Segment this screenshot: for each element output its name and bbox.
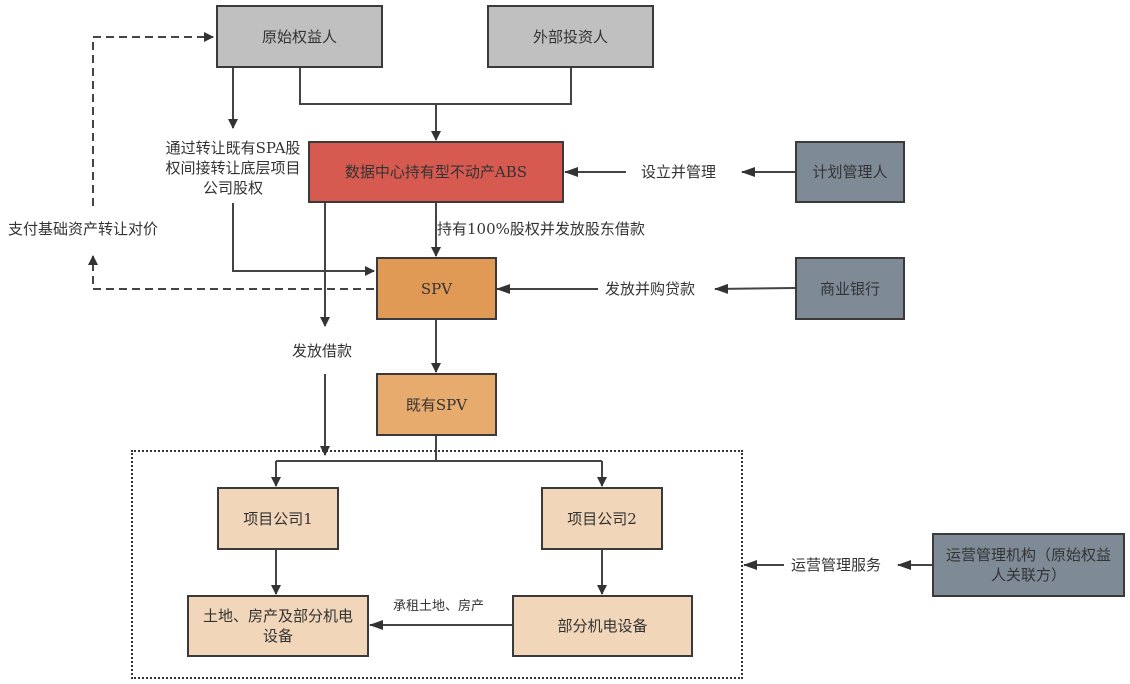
edge-dashed-label-to-originator	[92, 32, 214, 206]
node-originator[interactable]: 原始权益人	[216, 5, 383, 68]
node-external-investor[interactable]: 外部投资人	[487, 5, 654, 68]
label-acquisition-loan: 发放并购贷款	[605, 280, 696, 298]
node-operation-manager-label: 运营管理机构（原始权益人关联方）	[946, 546, 1112, 584]
label-issue-loan: 发放借款	[292, 342, 353, 360]
edge-originator-to-abs	[299, 67, 572, 105]
node-external-investor-label: 外部投资人	[532, 27, 608, 46]
label-operation-service: 运营管理服务	[791, 556, 882, 574]
node-land-property[interactable]: 土地、房产及部分机电设备	[187, 595, 369, 657]
node-abs-label: 数据中心持有型不动产ABS	[344, 163, 528, 181]
edge-existing-spv-branch	[276, 435, 602, 462]
node-originator-label: 原始权益人	[261, 27, 337, 46]
label-transfer-equity: 通过转让既有SPA股权间接转让底层项目公司股权	[165, 139, 301, 197]
node-spv-label: SPV	[420, 279, 453, 298]
label-lease: 承租土地、房产	[393, 599, 485, 614]
edge-transfer-label-to-spv	[232, 203, 375, 276]
project-scope-container	[131, 450, 743, 679]
node-existing-spv[interactable]: 既有SPV	[376, 373, 497, 436]
label-pay-consideration: 支付基础资产转让对价	[8, 220, 159, 238]
edge-bank-to-label	[714, 283, 796, 294]
node-project-company-2[interactable]: 项目公司2	[541, 487, 663, 550]
node-operation-manager[interactable]: 运营管理机构（原始权益人关联方）	[932, 533, 1125, 597]
node-project-company-1[interactable]: 项目公司1	[217, 487, 339, 550]
node-land-property-label: 土地、房产及部分机电设备	[203, 607, 354, 645]
node-plan-manager[interactable]: 计划管理人	[795, 141, 905, 203]
node-commercial-bank[interactable]: 商业银行	[795, 257, 905, 320]
node-abs[interactable]: 数据中心持有型不动产ABS	[308, 141, 564, 203]
node-equipment[interactable]: 部分机电设备	[512, 595, 693, 657]
label-establish-manage: 设立并管理	[641, 163, 717, 181]
node-plan-manager-label: 计划管理人	[812, 163, 888, 181]
node-project-company-2-label: 项目公司2	[567, 509, 637, 528]
node-commercial-bank-label: 商业银行	[819, 279, 880, 298]
node-project-company-1-label: 项目公司1	[243, 509, 313, 528]
node-equipment-label: 部分机电设备	[557, 617, 648, 635]
node-existing-spv-label: 既有SPV	[405, 395, 468, 414]
edge-dashed-spv-to-label	[88, 255, 374, 290]
node-spv[interactable]: SPV	[376, 257, 497, 320]
label-hold-equity-loan: 持有100%股权并发放股东借款	[437, 220, 645, 238]
